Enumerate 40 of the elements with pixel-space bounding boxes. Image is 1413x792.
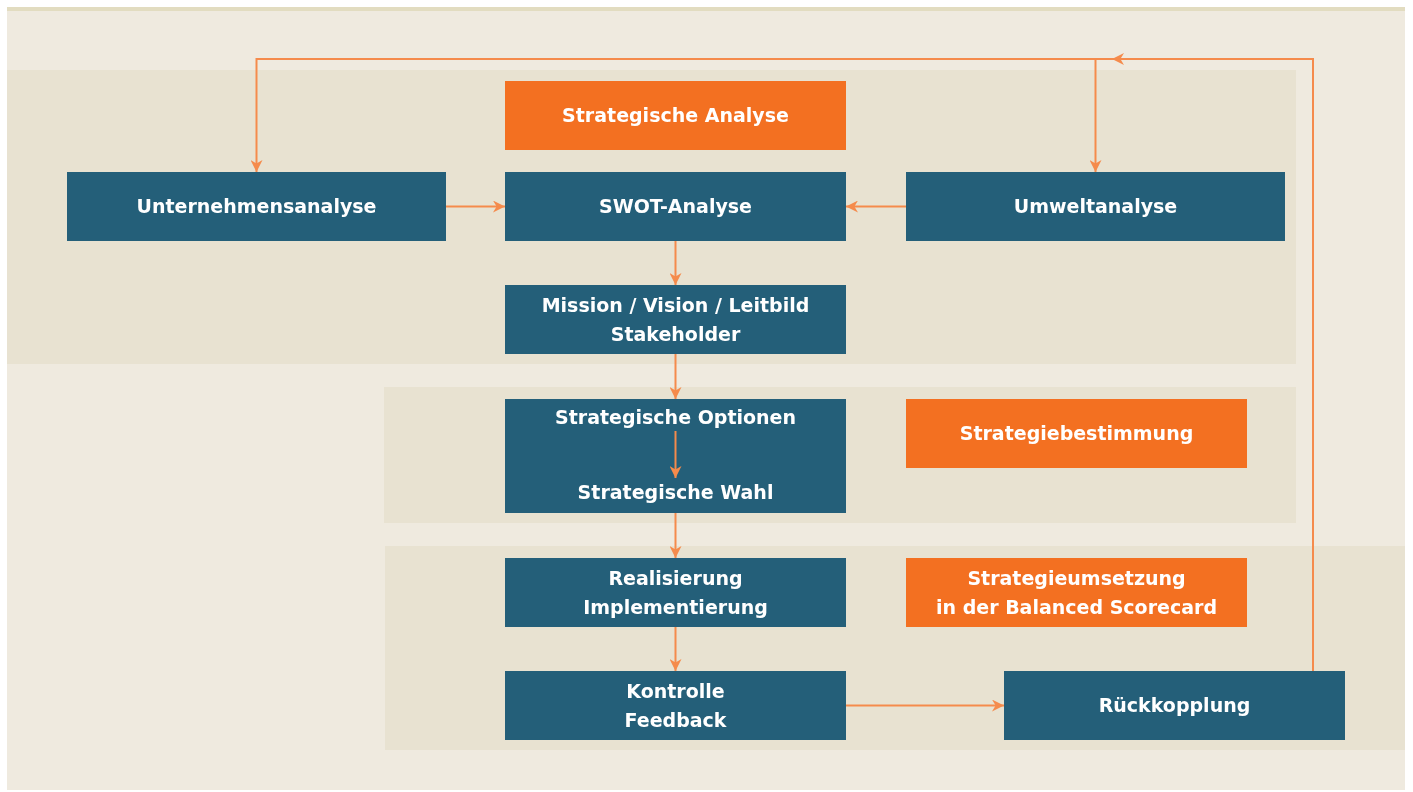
- heading-box: [906, 399, 1247, 468]
- box-label: Strategieumsetzung: [967, 565, 1186, 591]
- section-band: [7, 70, 1296, 364]
- box-label: Stakeholder: [610, 321, 741, 347]
- step-label: Strategische Wahl: [577, 477, 774, 507]
- box-label: Umweltanalyse: [1013, 194, 1178, 219]
- box-label: SWOT-Analyse: [599, 194, 752, 219]
- arrow: [845, 699, 1005, 712]
- process-box: [505, 399, 846, 513]
- box-label: Unternehmensanalyse: [136, 194, 377, 219]
- arrow: [669, 512, 682, 559]
- process-box: [505, 671, 846, 740]
- arrow: [445, 200, 506, 213]
- box-label: Realisierung: [608, 565, 743, 591]
- process-box: [505, 172, 846, 241]
- process-box: [505, 285, 846, 354]
- box-label: Strategische Analyse: [562, 103, 789, 128]
- box-label: in der Balanced Scorecard: [936, 594, 1217, 620]
- arrow: [669, 430, 682, 479]
- process-box: [67, 172, 446, 241]
- box-label: Implementierung: [583, 594, 768, 620]
- process-box: [1004, 671, 1345, 740]
- section-band: [385, 546, 1405, 750]
- box-label: Rückkopplung: [1098, 693, 1251, 718]
- section-band: [384, 387, 1296, 523]
- box-label: Mission / Vision / Leitbild: [541, 292, 810, 318]
- box-label: Kontrolle: [626, 678, 725, 704]
- process-box: [906, 172, 1285, 241]
- step-label: Strategische Optionen: [555, 402, 796, 432]
- feedback-arrow: [1111, 53, 1314, 672]
- heading-box: [906, 558, 1247, 627]
- arrow: [669, 626, 682, 672]
- arrow: [669, 353, 682, 400]
- box-label: Strategiebestimmung: [959, 421, 1194, 446]
- process-box: [505, 558, 846, 627]
- box-label: Feedback: [624, 707, 727, 733]
- heading-box: [505, 81, 846, 150]
- arrow: [250, 58, 1113, 173]
- arrow: [845, 200, 907, 213]
- arrow: [669, 240, 682, 286]
